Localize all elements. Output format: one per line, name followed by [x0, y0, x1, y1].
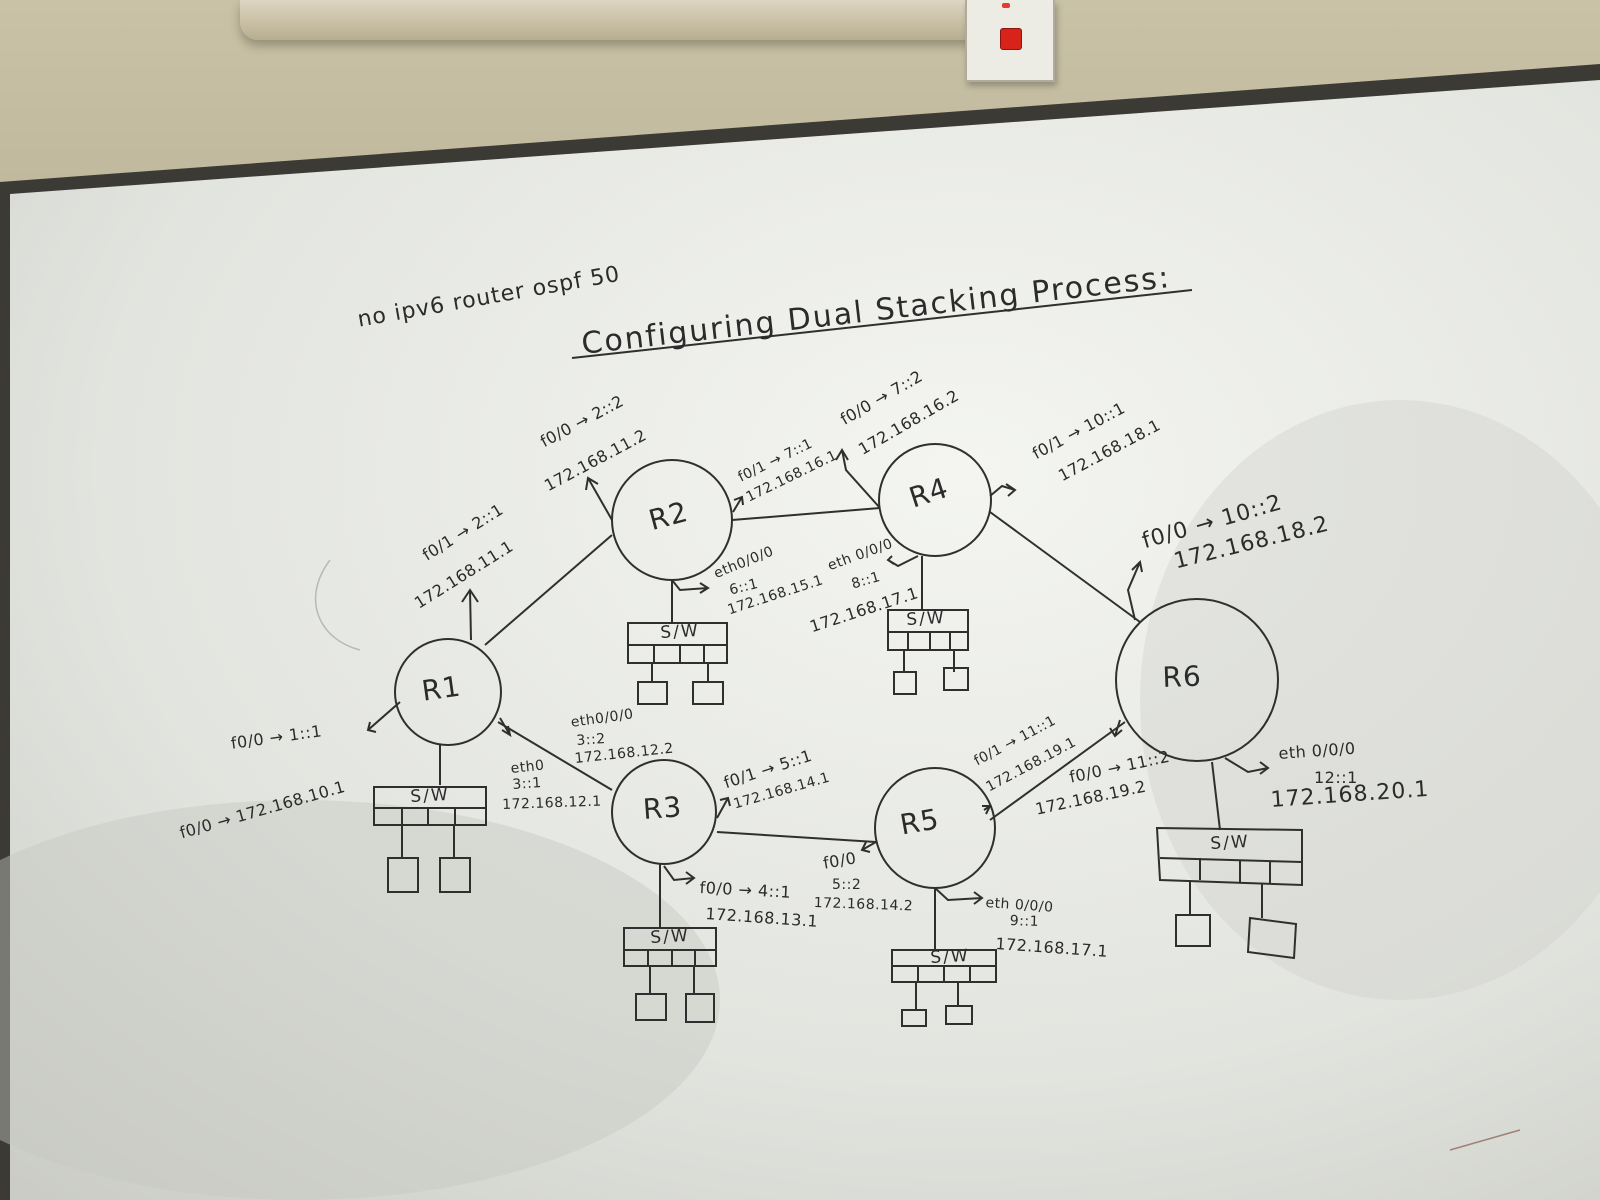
r5-f0-ipv6: 5::2: [832, 877, 862, 893]
arrow-r1-f01: [461, 588, 479, 641]
wall-power-switch: [965, 0, 1055, 82]
pc-r3-a: [635, 993, 667, 1021]
switch-r2: [627, 622, 728, 664]
r3-f00-ipv4: 172.168.13.1: [704, 904, 819, 931]
pc-r3-b: [685, 993, 715, 1023]
link-r2-r4: [731, 507, 881, 521]
arrow-r6-f00: [1126, 559, 1143, 621]
r1-eth0-ipv4: 172.168.12.1: [501, 793, 602, 813]
r2-eth-name: eth0/0/0: [711, 543, 777, 582]
arrow-r6-f00b: [1109, 719, 1123, 738]
pc-r6-b: [1246, 916, 1298, 960]
arrow-r1-eth0: [499, 717, 512, 738]
r5-eth-ipv4: 172.168.17.1: [994, 934, 1109, 961]
arrow-r2-f00: [585, 476, 613, 521]
r6-eth-name: eth 0/0/0: [1277, 738, 1357, 763]
arrow-r5-f0: [860, 841, 877, 853]
switch-r4: [887, 609, 969, 651]
arrow-r3-f00: [663, 865, 696, 885]
switch-label-r4: S/W: [905, 607, 947, 630]
arrow-r4-eth: [886, 555, 919, 568]
router-label-r1: R1: [419, 669, 464, 708]
switch-label-r3: S/W: [649, 925, 691, 948]
switch-label-r6: S/W: [1209, 831, 1251, 854]
title-underline: [571, 289, 1193, 359]
r4-eth-name: eth 0/0/0: [825, 535, 896, 575]
r4-eth-ipv6: 8::1: [849, 568, 883, 593]
air-conditioner-unit: [240, 0, 1000, 40]
r1-f00-ipv6: f0/0 → 1::1: [229, 721, 324, 753]
r1-eth0-name: eth0: [509, 757, 546, 777]
link-r1-r2: [484, 534, 613, 646]
pc-r1-a: [387, 857, 419, 893]
router-label-r6: R6: [1161, 659, 1203, 694]
arrow-r4-f01: [989, 483, 1017, 497]
r5-eth-name: eth 0/0/0: [984, 895, 1054, 916]
arrow-r5-eth: [934, 887, 984, 905]
switch-r6: [1155, 826, 1303, 887]
pc-r5-b: [945, 1005, 973, 1025]
r6-f00b-ipv6: f0/0 → 11::2: [1067, 746, 1172, 787]
router-r6: [1115, 598, 1279, 762]
rocker-switch-icon: [1000, 28, 1022, 50]
r5-f0-name: f0/0: [821, 848, 858, 873]
link-r3-r5: [716, 831, 877, 843]
router-r1: [394, 638, 502, 746]
router-label-r4: R4: [905, 471, 953, 515]
pc-r2-a: [637, 681, 668, 705]
r3-eth-name: eth0/0/0: [569, 706, 635, 731]
whiteboard-surface: [10, 80, 1600, 1200]
switch-label-r1: S/W: [409, 784, 451, 807]
router-r4: [878, 443, 992, 557]
arrow-r4-f00: [835, 448, 881, 509]
r6-eth-ipv4: 172.168.20.1: [1269, 776, 1431, 813]
arrow-r1-f00: [366, 701, 401, 733]
r3-eth-ipv6: 3::2: [575, 730, 607, 749]
arrow-r2-f01: [732, 495, 744, 513]
r1-eth0-ipv6: 3::1: [511, 774, 543, 793]
header-command: no ipv6 router ospf 50: [355, 261, 623, 333]
router-label-r3: R3: [641, 790, 684, 826]
pc-r4-b: [943, 667, 969, 691]
arrow-r5-f01: [982, 805, 992, 815]
switch-r1: [373, 786, 487, 826]
r5-eth-ipv6: 9::1: [1009, 913, 1040, 931]
power-indicator-icon: [1002, 3, 1010, 8]
switch-r3: [623, 927, 717, 967]
router-label-r5: R5: [897, 802, 942, 842]
arrow-r2-eth: [671, 579, 710, 594]
r4-eth-ipv4: 172.168.17.1: [807, 583, 921, 637]
router-r3: [611, 759, 717, 865]
pc-r4-a: [893, 671, 917, 695]
switch-label-r5: S/W: [929, 945, 971, 968]
pc-r6-a: [1175, 914, 1211, 947]
arrow-r6-eth: [1224, 757, 1270, 775]
link-r5-r6: [989, 721, 1126, 821]
r1-f00-ipv4: f0/0 → 172.168.10.1: [177, 776, 348, 843]
r3-f00-ipv6: f0/0 → 4::1: [699, 878, 792, 902]
r5-f0-ipv4: 172.168.14.2: [813, 895, 914, 915]
link-r1-r3: [497, 721, 613, 791]
link-r4-r6: [989, 511, 1141, 623]
page-title: Configuring Dual Stacking Process:: [579, 259, 1173, 362]
arrow-r3-f01: [716, 796, 731, 819]
pc-r2-b: [692, 681, 724, 705]
router-label-r2: R2: [645, 494, 692, 537]
pc-r5-a: [901, 1009, 927, 1027]
switch-label-r2: S/W: [659, 620, 701, 643]
pc-r1-b: [439, 857, 471, 893]
r6-f00b-ipv4: 172.168.19.2: [1033, 776, 1148, 819]
r6-eth-ipv6: 12::1: [1314, 768, 1358, 787]
